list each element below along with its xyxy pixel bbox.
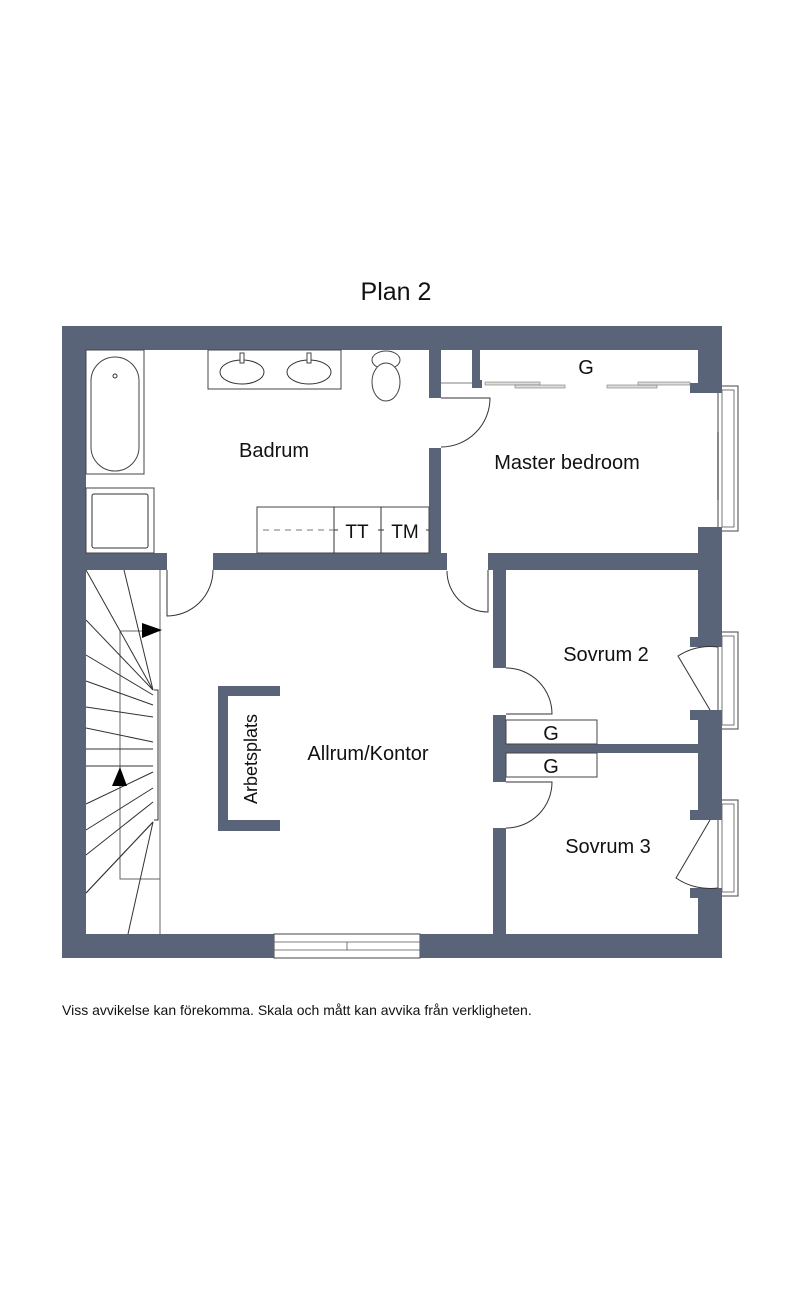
arbetsplats-desk (218, 686, 280, 831)
doors (166, 397, 719, 890)
door-badrum-master (440, 397, 491, 448)
closet-label: G (543, 723, 559, 745)
bathroom-fixtures: TT TM (85, 349, 430, 554)
door-badrum-allrum (166, 569, 214, 617)
closet-label: G (578, 357, 594, 379)
tumble-dryer-label: TT (345, 522, 369, 543)
room-label-arbetsplats: Arbetsplats (241, 714, 261, 804)
window-door-sovrum3 (675, 819, 719, 890)
sink-counter (207, 349, 342, 390)
door-sovrum2 (505, 667, 553, 715)
windows (273, 385, 739, 959)
closet-label: G (543, 756, 559, 778)
master-closet: G (441, 357, 691, 389)
closet-sovrum2 (505, 719, 598, 745)
window-sovrum2 (717, 631, 739, 730)
staircase (85, 569, 162, 935)
door-sovrum3 (505, 781, 553, 829)
plan-title: Plan 2 (361, 278, 432, 306)
washing-machine-label: TM (391, 522, 418, 543)
room-label-sovrum2: Sovrum 2 (563, 644, 649, 666)
window-sovrum3 (717, 799, 739, 897)
disclaimer-text: Viss avvikelse kan förekomma. Skala och … (62, 1002, 532, 1018)
window-door-sovrum2 (677, 646, 719, 711)
room-label-sovrum3: Sovrum 3 (565, 836, 651, 858)
shower (85, 487, 155, 554)
stair-arrow-icon (142, 623, 162, 638)
stair-arrow-icon (112, 767, 127, 786)
door-master-allrum (446, 570, 489, 613)
walls (62, 326, 722, 958)
room-label-badrum: Badrum (239, 440, 309, 462)
room-label-allrum: Allrum/Kontor (307, 743, 428, 765)
window-master (717, 385, 739, 532)
closet-sovrum3 (505, 752, 598, 778)
room-label-master-bedroom: Master bedroom (494, 452, 640, 474)
